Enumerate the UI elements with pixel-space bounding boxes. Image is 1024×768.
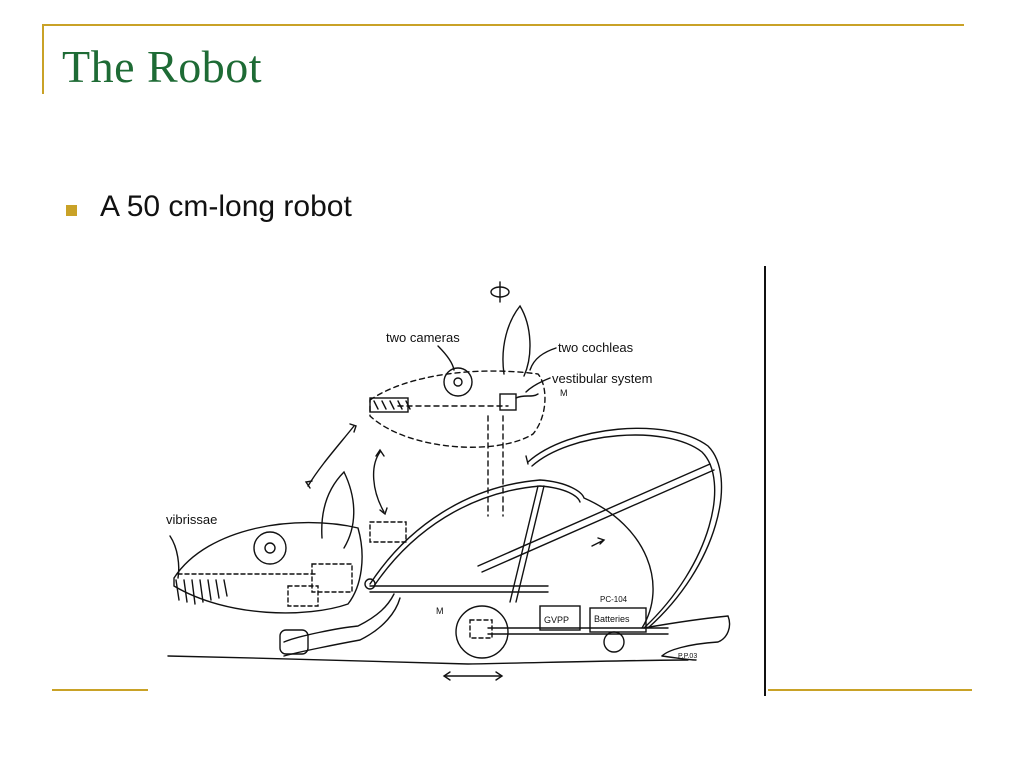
bottom-right-accent-rule bbox=[766, 689, 972, 691]
top-accent-rule bbox=[42, 24, 964, 26]
whiskers bbox=[169, 535, 228, 605]
body-arch bbox=[364, 479, 654, 629]
lower-head-internals bbox=[177, 521, 407, 607]
label-two-cochleas: two cochleas bbox=[558, 340, 634, 355]
chassis bbox=[369, 585, 669, 635]
tail-strip bbox=[643, 615, 731, 661]
slide-title: The Robot bbox=[62, 41, 262, 92]
body-struts bbox=[477, 463, 715, 603]
bullet-square-icon bbox=[66, 205, 77, 216]
head-motion-arrows bbox=[304, 423, 388, 516]
bullet-text: A 50 cm-long robot bbox=[100, 190, 352, 223]
label-pc104: PC-104 bbox=[600, 595, 628, 604]
figure-right-border bbox=[764, 266, 766, 696]
upper-camera-eye bbox=[443, 367, 473, 397]
wheel bbox=[455, 605, 509, 659]
robot-diagram: two cameras two cochleas vestibular syst… bbox=[148, 266, 768, 696]
lower-camera-eye bbox=[253, 531, 287, 565]
upper-head-outline bbox=[369, 370, 546, 517]
vestibular-block bbox=[499, 393, 539, 411]
label-signature: P.P.03 bbox=[678, 653, 697, 660]
left-accent-rule bbox=[42, 24, 44, 94]
ground-line bbox=[167, 655, 689, 681]
cochlea-ear bbox=[502, 304, 531, 377]
label-gvpp: GVPP bbox=[544, 615, 569, 625]
label-motor-upper: M bbox=[560, 388, 568, 398]
label-vibrissae: vibrissae bbox=[166, 512, 217, 527]
label-batteries: Batteries bbox=[594, 614, 630, 624]
electronics-boxes bbox=[539, 605, 647, 633]
lower-head-outline bbox=[173, 470, 363, 614]
label-two-cameras: two cameras bbox=[386, 330, 460, 345]
tail-loop bbox=[525, 427, 723, 629]
front-arm bbox=[279, 593, 401, 657]
label-motor-lower: M bbox=[436, 606, 444, 616]
rear-wheel bbox=[603, 631, 625, 653]
upper-vibrissae-block bbox=[369, 397, 411, 413]
rotation-arrow-icon bbox=[490, 281, 510, 303]
label-vestibular-system: vestibular system bbox=[552, 371, 652, 386]
bottom-left-accent-rule bbox=[52, 689, 148, 691]
